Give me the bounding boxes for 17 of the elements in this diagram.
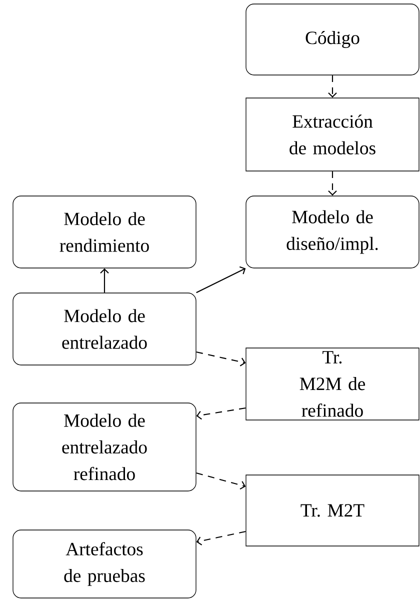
arrow	[196, 351, 246, 366]
arrow	[196, 530, 246, 546]
process-box: Tr. M2M de refinado	[246, 348, 420, 420]
process-box: Extracción de modelos	[246, 98, 420, 172]
arrow	[196, 407, 246, 420]
arrow	[196, 472, 246, 490]
arrow	[328, 75, 337, 98]
rounded-box: Modelo de rendimiento	[12, 196, 196, 268]
arrow	[196, 266, 246, 294]
arrow	[100, 268, 109, 293]
rounded-box: Artefactos de pruebas	[12, 530, 196, 598]
rounded-box: Código	[246, 4, 420, 76]
process-box: Tr. M2T	[246, 474, 420, 546]
arrow	[328, 171, 337, 196]
rounded-box: Modelo de diseño/impl.	[246, 196, 420, 268]
rounded-box: Modelo de entrelazado	[12, 292, 196, 366]
rounded-box: Modelo de entrelazado refinado	[12, 402, 196, 492]
